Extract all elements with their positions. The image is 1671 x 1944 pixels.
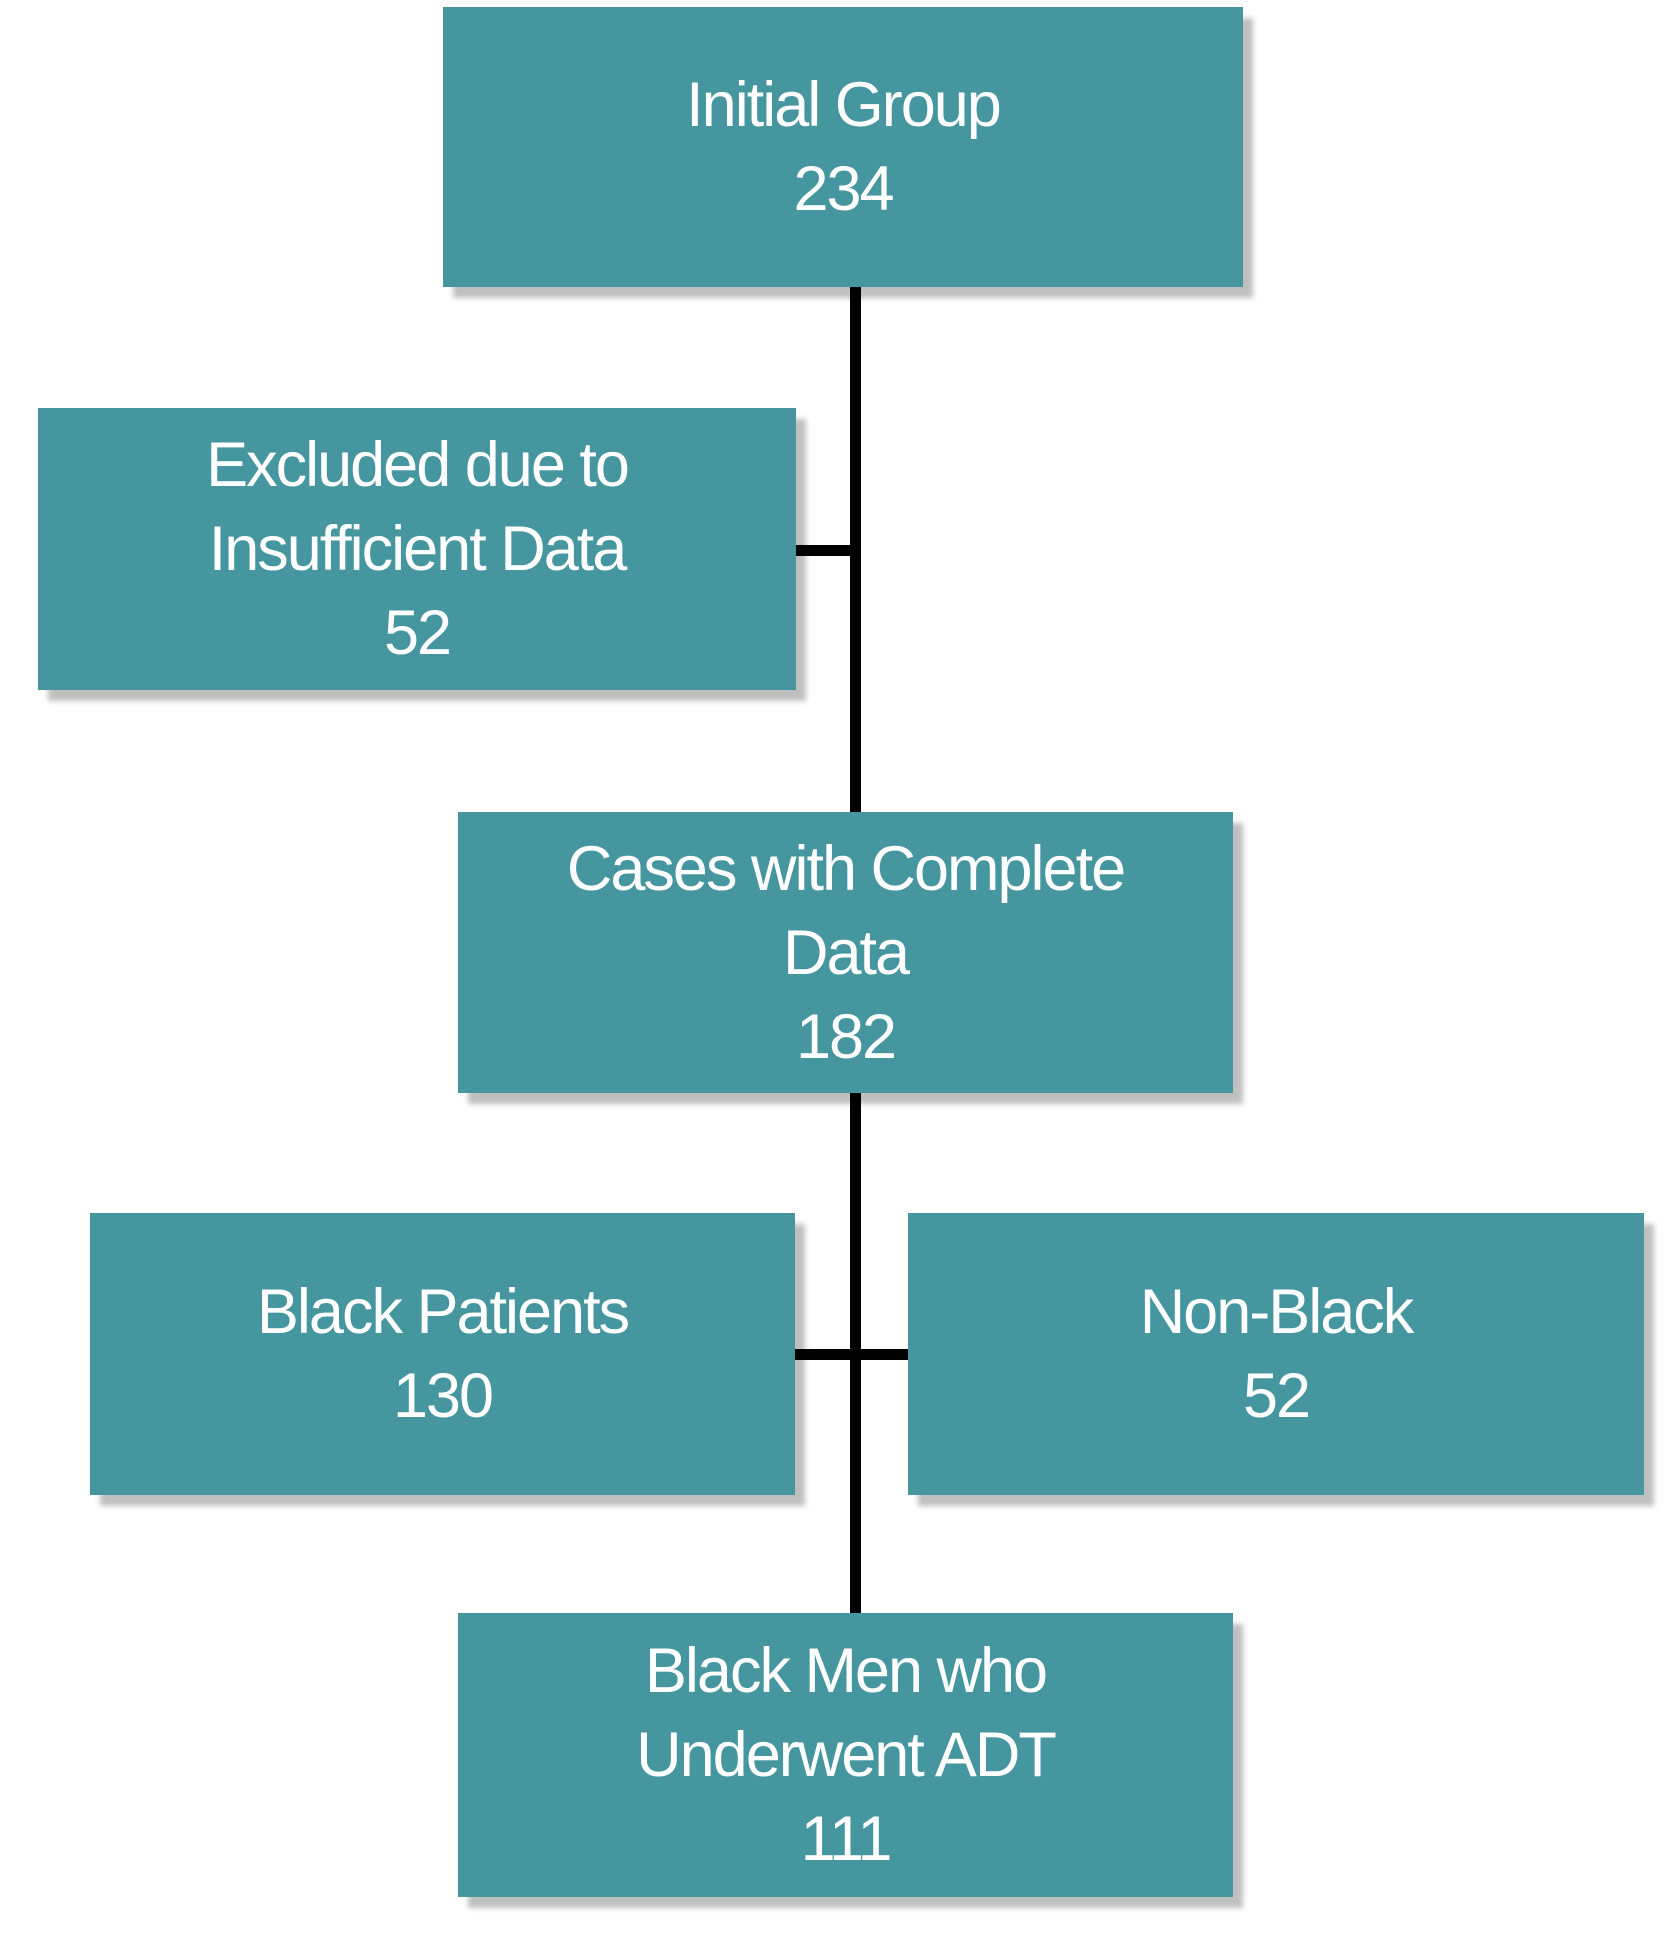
node-non-black-value: 52 bbox=[1242, 1361, 1311, 1431]
node-black-patients: Black Patients 130 bbox=[90, 1213, 795, 1495]
node-black-men-adt: Black Men who Underwent ADT 111 bbox=[458, 1613, 1233, 1897]
node-excluded-value: 52 bbox=[383, 598, 452, 668]
node-initial-group-value: 234 bbox=[793, 154, 894, 224]
node-complete-value: 182 bbox=[795, 1001, 897, 1072]
node-black-patients-label: Black Patients bbox=[256, 1277, 630, 1347]
node-complete-label: Cases with Complete Data bbox=[566, 833, 1126, 988]
node-black-men-adt-label: Black Men who Underwent ADT bbox=[636, 1636, 1057, 1790]
node-non-black-label: Non-Black bbox=[1139, 1277, 1415, 1347]
node-excluded-label: Excluded due to Insufficient Data bbox=[206, 430, 630, 584]
node-black-patients-value: 130 bbox=[392, 1361, 494, 1431]
node-cases-complete-data: Cases with Complete Data 182 bbox=[458, 812, 1233, 1093]
node-initial-group: Initial Group 234 bbox=[443, 7, 1243, 287]
connector-branch-excluded bbox=[796, 545, 861, 556]
connector-branch-black-nonblack bbox=[795, 1349, 914, 1360]
node-non-black: Non-Black 52 bbox=[908, 1213, 1644, 1495]
node-initial-group-label: Initial Group bbox=[686, 70, 1002, 140]
node-black-men-adt-value: 111 bbox=[800, 1804, 893, 1874]
node-excluded-insufficient-data: Excluded due to Insufficient Data 52 bbox=[38, 408, 796, 690]
